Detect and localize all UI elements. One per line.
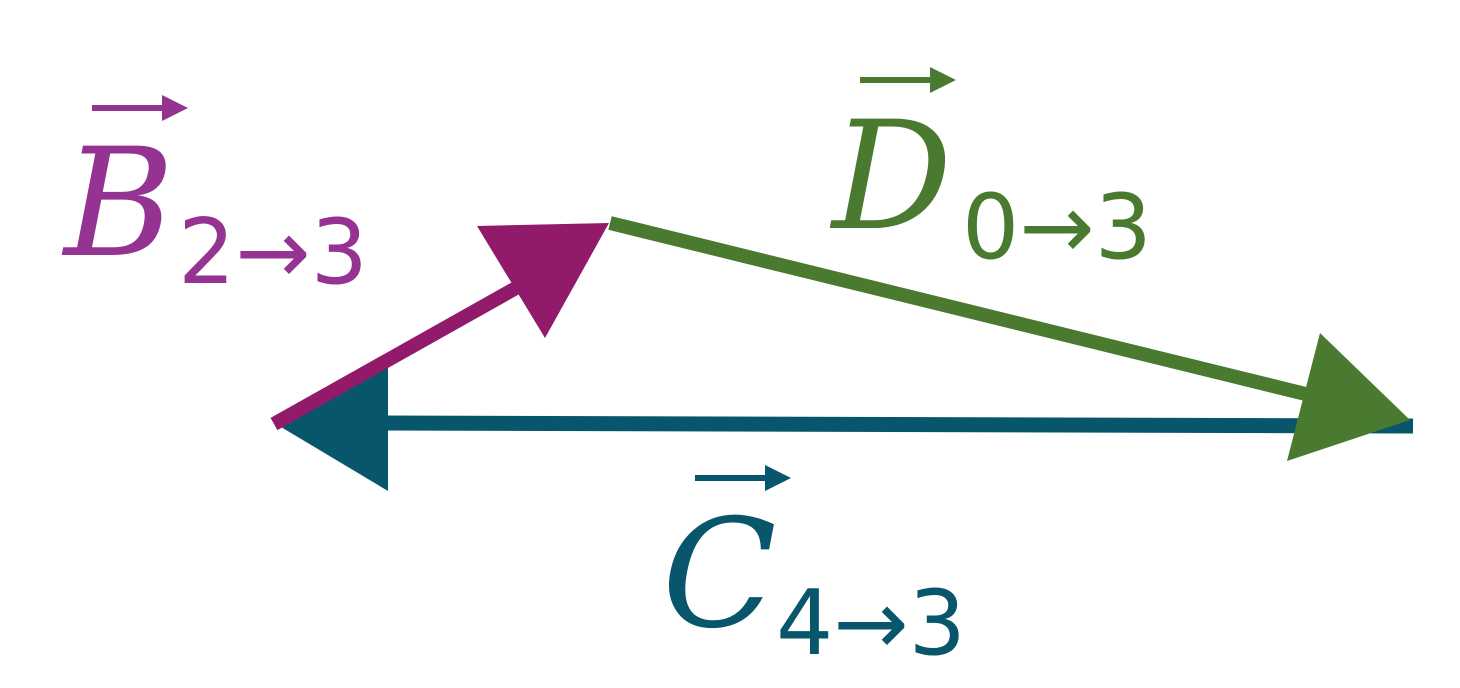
vector-c-shaft (359, 415, 1414, 434)
vector-b-arrowhead (477, 223, 609, 338)
vector-b-label: B 2→3 (61, 95, 368, 305)
vector-c (276, 363, 1414, 491)
vector-b-subscript: 2→3 (178, 200, 368, 305)
vector-d-overarrow-icon (860, 67, 956, 93)
svg-text:2→3: 2→3 (178, 200, 368, 305)
vector-c-letter: C (662, 488, 777, 662)
vector-b-letter: B (61, 117, 174, 291)
vector-b (270, 223, 609, 431)
vector-d-label: D 0→3 (829, 67, 1152, 280)
vector-c-arrowhead (276, 363, 388, 491)
vector-d-arrowhead (1287, 333, 1410, 461)
vector-d-subscript: 0→3 (962, 175, 1152, 280)
vector-b-shaft (270, 272, 536, 431)
vector-d-letter: D (829, 90, 952, 264)
svg-text:B: B (61, 117, 174, 291)
vector-c-label: C 4→3 (662, 465, 966, 676)
vector-c-subscript: 4→3 (776, 571, 966, 676)
svg-text:D: D (829, 90, 952, 264)
vector-d-shaft (608, 216, 1332, 407)
vector-b-overarrow-icon (92, 95, 188, 121)
svg-text:4→3: 4→3 (776, 571, 966, 676)
svg-text:C: C (662, 488, 777, 662)
svg-text:0→3: 0→3 (962, 175, 1152, 280)
vector-d (608, 216, 1410, 461)
vector-c-overarrow-icon (695, 465, 791, 491)
